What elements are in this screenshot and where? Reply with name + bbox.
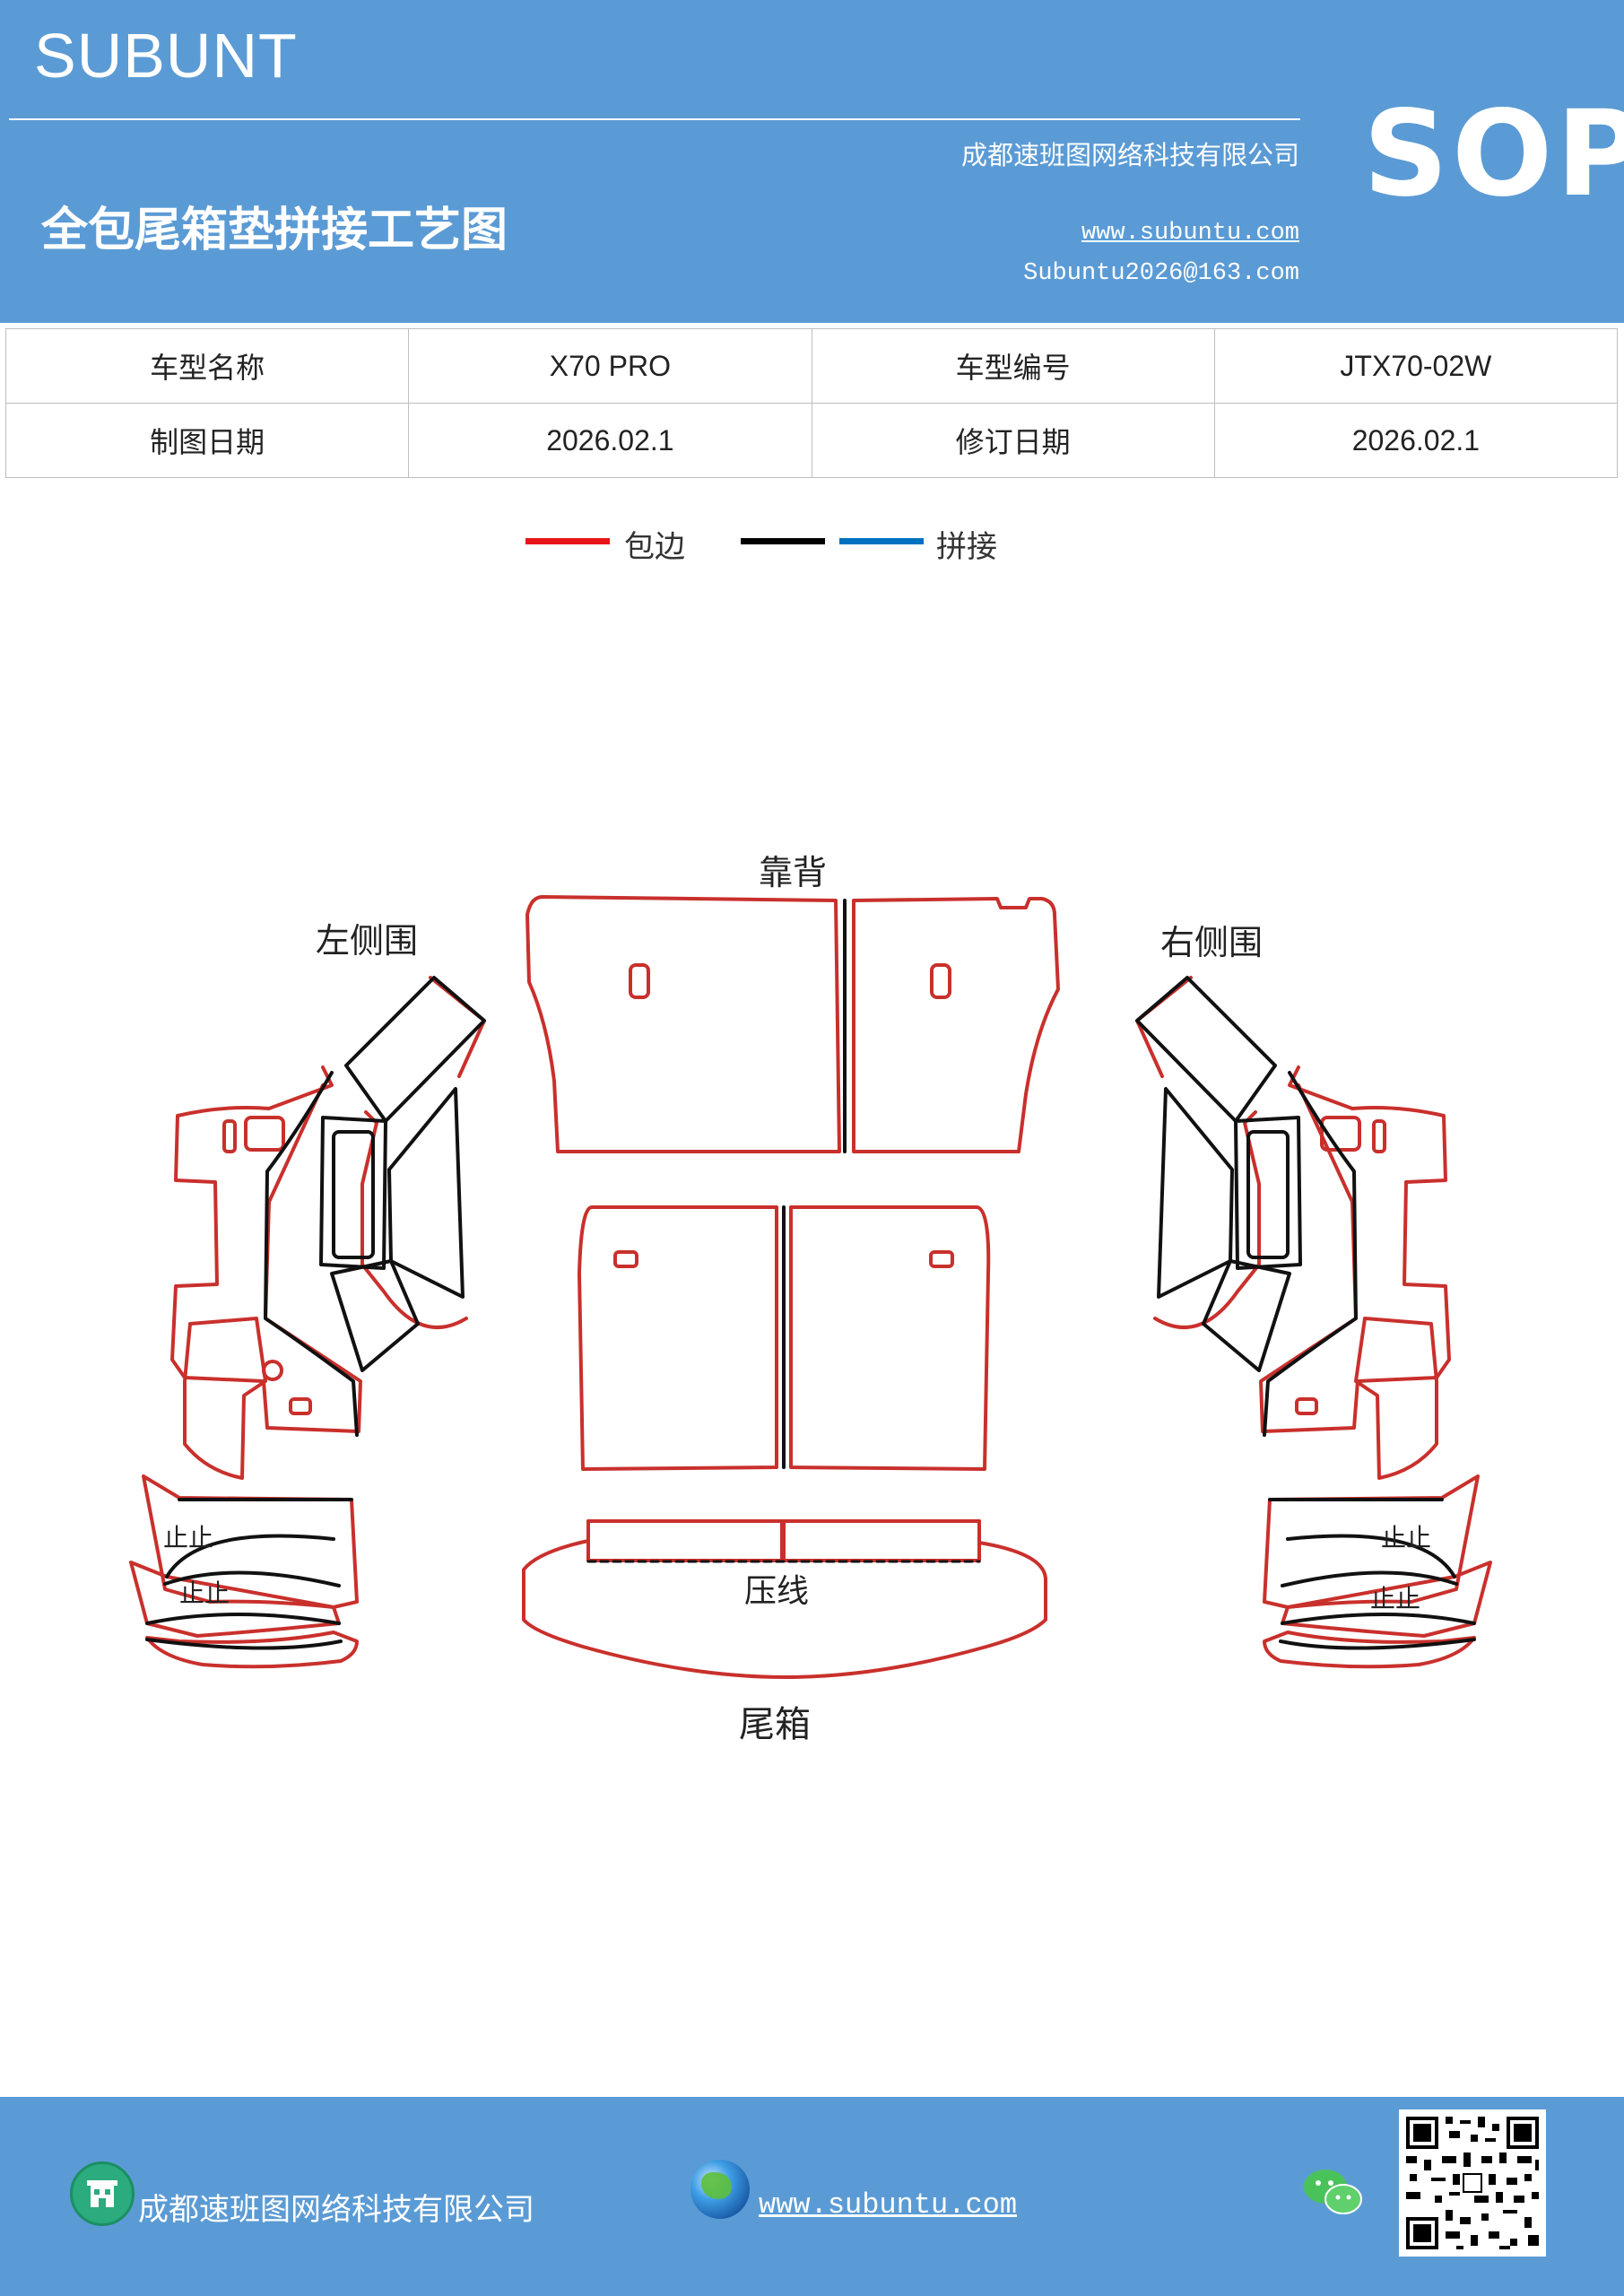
backrest-left-panel [525,895,841,1153]
left-seam-quarter [319,1116,387,1270]
backrest-left-slot [629,963,650,999]
left-side-label: 左侧围 [316,921,418,961]
header-email[interactable]: Subuntu2026@163.com [1023,260,1299,287]
right-wheel-arch-piece [1153,1110,1261,1329]
right-lower-flap [1354,1317,1438,1480]
footer-website-link[interactable]: www.subuntu.com [759,2188,1018,2222]
left-seam-window [344,976,486,1123]
left-side-slot-a [222,1119,237,1153]
left-seam-strip-a [163,1498,353,1587]
trunk-label: 尾箱 [739,1704,811,1745]
left-lower-flap [183,1317,267,1480]
backrest-right-panel [852,897,1060,1153]
right-seam-body [1263,1071,1358,1437]
revision-date-label: 修订日期 [811,403,1215,478]
wechat-icon[interactable] [1302,2165,1365,2219]
right-bottom-strip-c [1263,1631,1476,1669]
right-side-slot-c [1295,1397,1318,1415]
left-bottom-strip-a [142,1474,359,1609]
right-seam-strip-a [1268,1498,1458,1587]
stop-mark-right-b: 止止 [1370,1584,1420,1613]
left-seam-lower [330,1259,420,1372]
header-website-link[interactable]: www.subuntu.com [1081,220,1299,247]
right-seam-quarter [1234,1116,1302,1270]
document-title: 全包尾箱垫拼接工艺图 [41,204,508,257]
stop-mark-left-b: 止止 [179,1578,230,1608]
floor-right-panel [789,1205,991,1471]
right-side-slot-a [1372,1119,1386,1153]
draw-date-value: 2026.02.1 [408,403,812,478]
footer-company: 成都速班图网络科技有限公司 [138,2192,534,2228]
right-seam-inner-slot [1246,1130,1290,1259]
trunk-mat-diagram: 靠背 左侧围 右侧围 压线 尾箱 止止 止止 止止 止止 [129,853,1492,1745]
header-divider [9,118,1300,120]
model-name-value: X70 PRO [408,328,812,404]
model-code-value: JTX70-02W [1213,328,1619,404]
left-side-outer-panel [170,1065,362,1433]
right-side-outer-panel [1259,1065,1451,1433]
left-seam-body [264,1071,359,1437]
left-wheel-arch-piece [360,1110,468,1329]
draw-date-label: 制图日期 [4,403,410,478]
press-line-label: 压线 [744,1573,809,1610]
legend-seam-line [741,538,825,544]
right-side-slot-b [1320,1116,1361,1152]
right-seam-strip-b [1281,1534,1476,1625]
right-seam-lower [1202,1259,1291,1372]
table-row: 制图日期 2026.02.1 修订日期 2026.02.1 [4,403,1619,478]
left-seam-strip-c [145,1638,343,1650]
floor-left-panel [578,1205,778,1471]
left-seam-arch [387,1087,465,1299]
header-company: 成都速班图网络科技有限公司 [960,140,1299,170]
left-bottom-strip-c [145,1631,359,1669]
left-side-slot-c [289,1397,312,1415]
right-seam-arch [1157,1087,1234,1299]
trunk-lip-top-strip [586,1519,981,1562]
floor-right-slot [929,1250,954,1268]
legend-edge-label: 包边 [624,529,685,565]
revision-date-value: 2026.02.1 [1213,403,1619,478]
backrest-label: 靠背 [759,853,827,892]
left-side-slot-b [244,1116,285,1152]
legend: 包边 拼接 [0,520,1624,574]
legend-edge-line [525,538,610,544]
floor-left-slot [613,1250,638,1268]
table-row: 车型名称 X70 PRO 车型编号 JTX70-02W [4,328,1619,404]
right-seam-strip-c [1279,1638,1476,1650]
vehicle-info-table: 车型名称 X70 PRO 车型编号 JTX70-02W 制图日期 2026.02… [4,328,1619,478]
stop-mark-left-a: 止止 [163,1523,213,1552]
left-seam-strip-b [145,1534,341,1625]
model-name-label: 车型名称 [4,328,410,404]
sop-badge: SOP [1363,85,1624,223]
qr-code-icon [1399,2109,1546,2257]
stop-mark-right-a: 止止 [1381,1523,1431,1552]
trunk-lip-panel [522,1519,1047,1679]
brand-name: SUBUNT [34,21,298,91]
header-banner: SUBUNT 成都速班图网络科技有限公司 SOP 全包尾箱垫拼接工艺图 www.… [0,0,1624,323]
globe-icon [690,2160,750,2219]
building-icon [70,2161,135,2226]
backrest-right-slot [930,963,951,999]
footer-banner: 成都速班图网络科技有限公司 www.subuntu.com [0,2097,1624,2296]
left-seam-inner-slot [332,1130,375,1259]
legend-splice-line [839,538,924,544]
right-seam-window [1135,976,1277,1123]
model-code-label: 车型编号 [811,328,1215,404]
right-side-label: 右侧围 [1160,923,1263,962]
right-bottom-strip-a [1263,1474,1480,1609]
legend-splice-label: 拼接 [936,529,997,565]
